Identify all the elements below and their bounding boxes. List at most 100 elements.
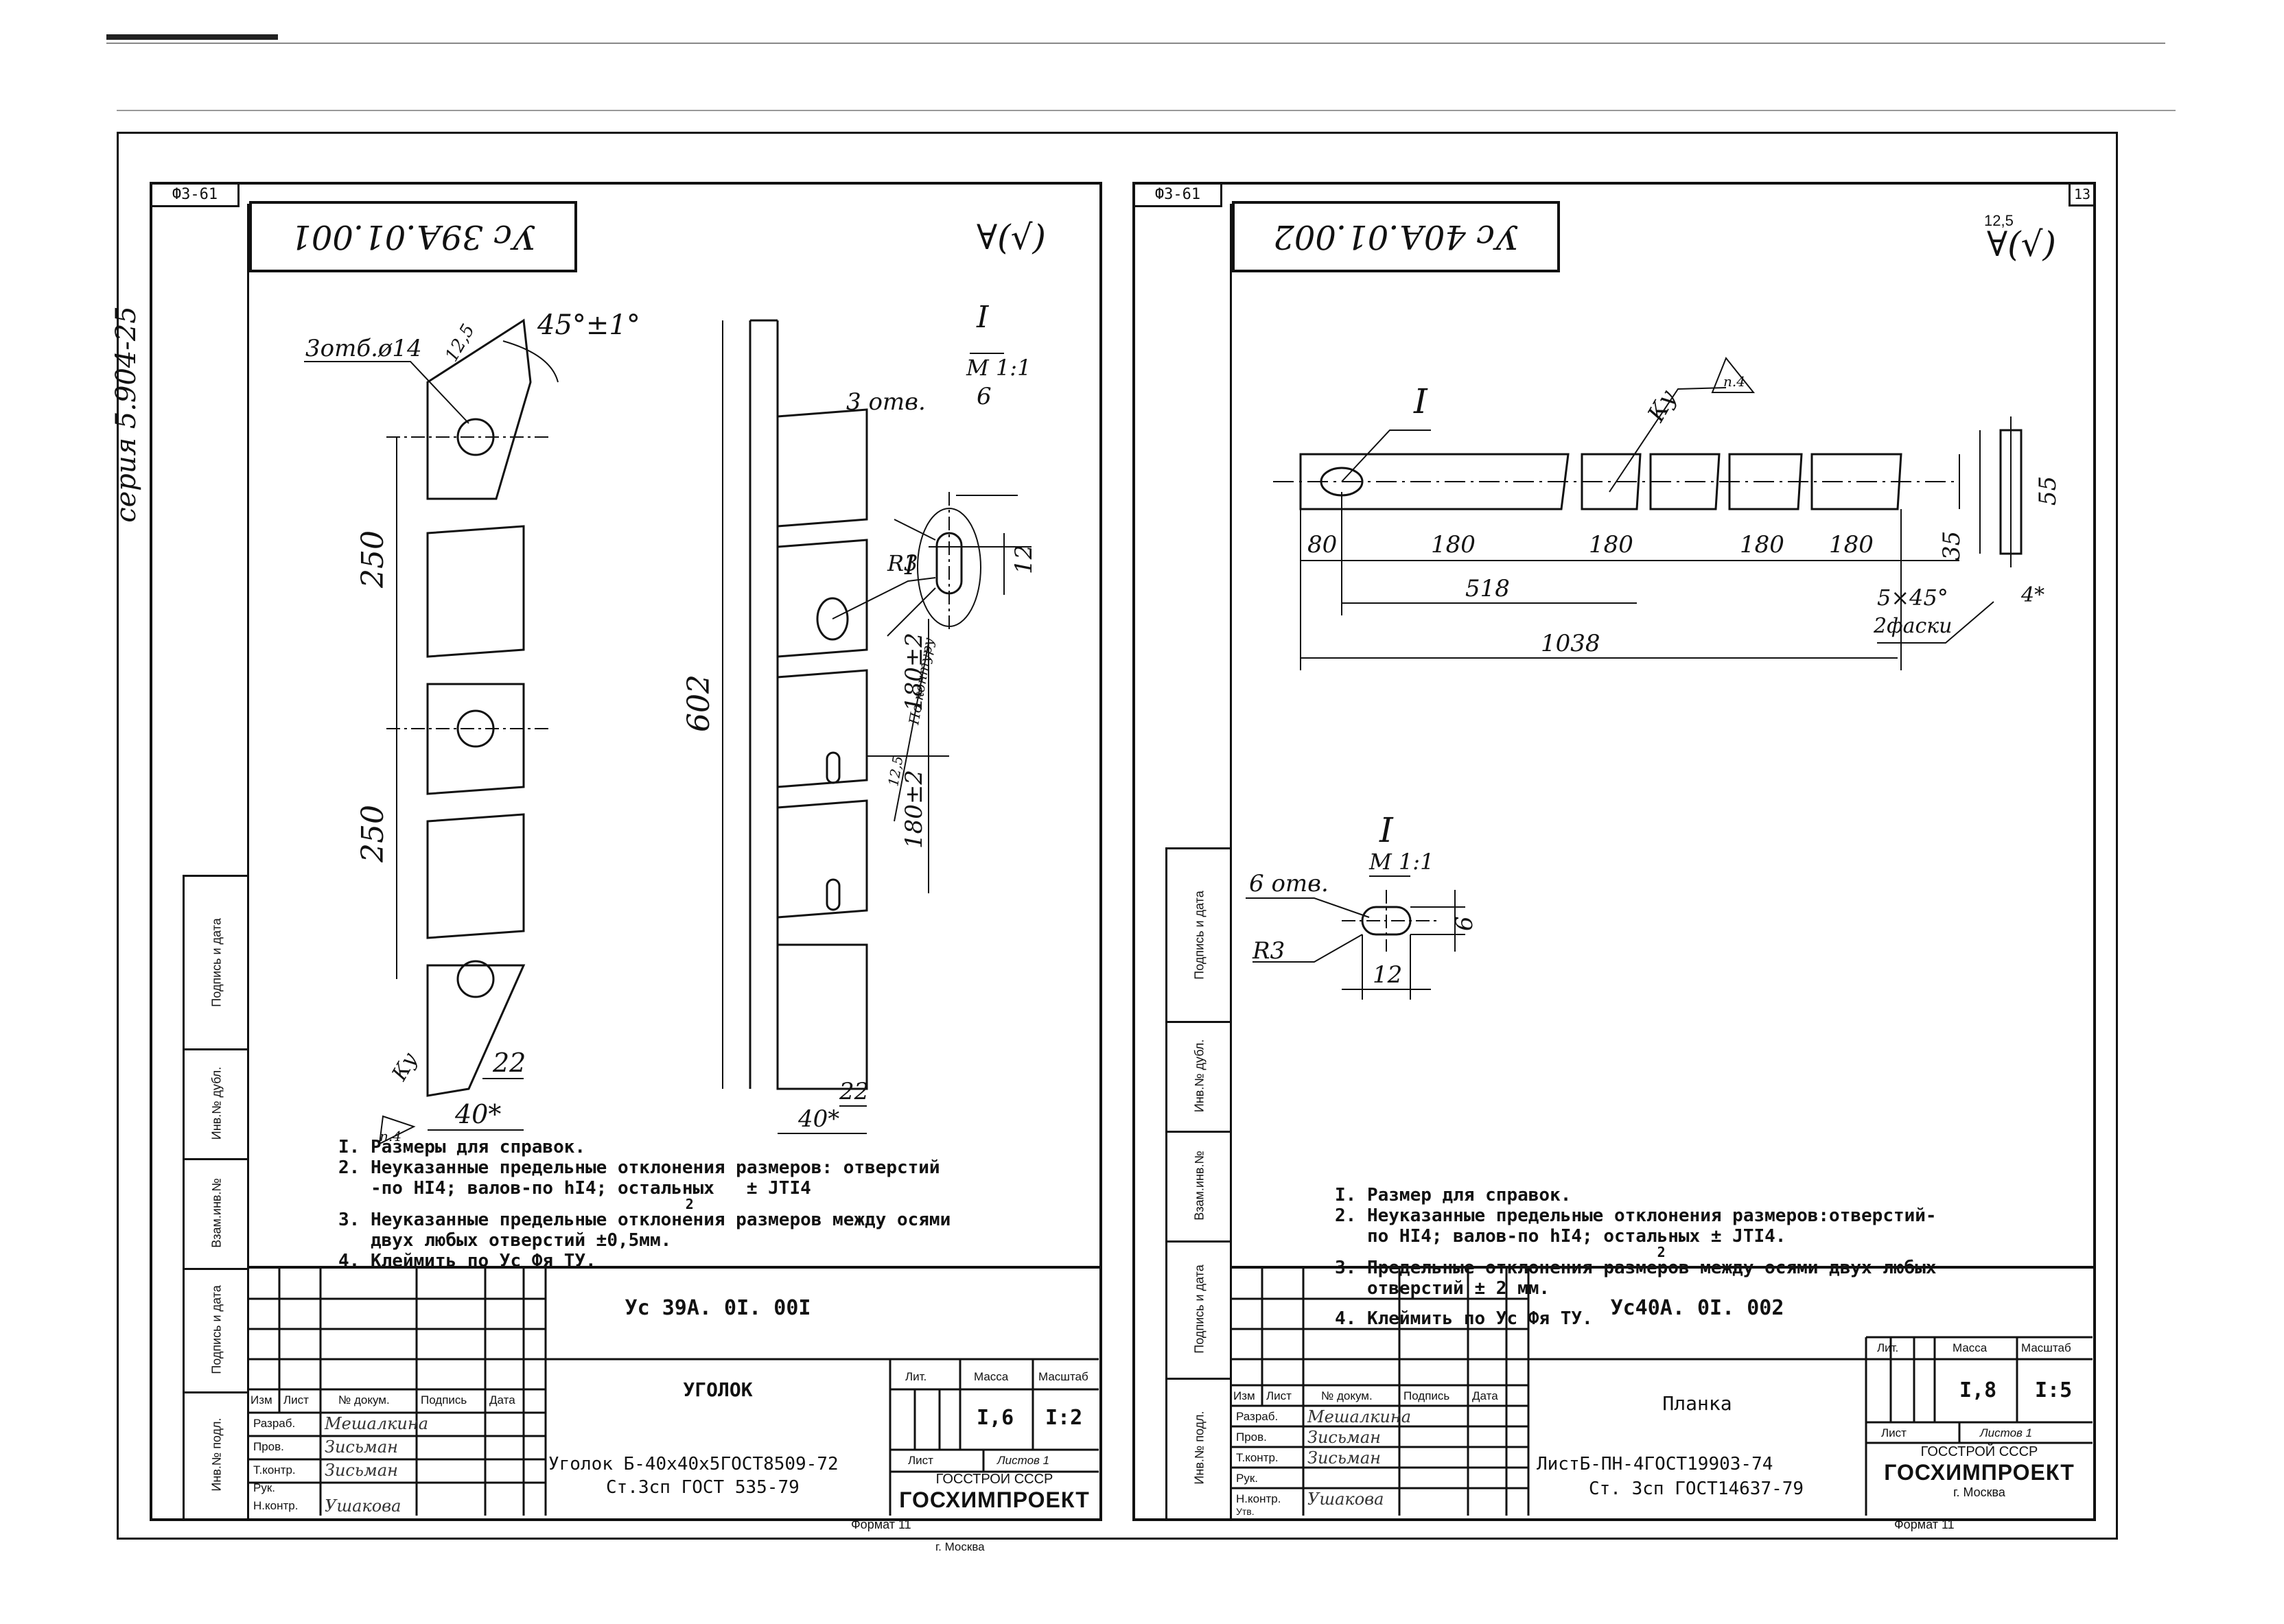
mass-value: I,8 bbox=[1959, 1378, 1997, 1402]
series-label: серия 5.904-25 bbox=[110, 306, 142, 523]
angle-segment bbox=[426, 813, 525, 939]
plate-part-drawing: I Ку п.4 80 180 180 180 180 518 1038 5×4… bbox=[1246, 357, 2062, 1000]
designation: Ус40А. 0I. 002 bbox=[1610, 1296, 1784, 1320]
dim-40-b: 40* bbox=[797, 1105, 839, 1133]
angle-segment bbox=[426, 525, 525, 658]
title-block-grid bbox=[1232, 1269, 2093, 1516]
dim-22-b: 22 bbox=[839, 1078, 869, 1105]
note-ref: п.4 bbox=[380, 1128, 401, 1144]
dim-80: 80 bbox=[1307, 531, 1337, 558]
dim-slots: 3 отв. bbox=[846, 388, 926, 416]
person-norm-control: Ушакова bbox=[325, 1496, 401, 1516]
angle-part-drawing: 3отб.ø14 12,5 45°±1° 250 250 22 40* Ку п… bbox=[304, 300, 1038, 1145]
angle-end-top bbox=[426, 318, 532, 500]
angle-segment bbox=[426, 683, 525, 795]
dim-r3: R3 bbox=[887, 550, 918, 576]
person-norm-control: Ушакова bbox=[1307, 1490, 1384, 1509]
format-code: ФЗ-61 bbox=[1135, 185, 1222, 207]
side-cell: Подпись и дата bbox=[1167, 849, 1232, 1023]
side-cell: Инв.№ дубл. bbox=[1167, 1021, 1232, 1133]
role-head: Рук. bbox=[253, 1481, 275, 1494]
roughness-symbol: ∀(√) bbox=[977, 217, 1047, 257]
dim-chamfer-count: 2фаски bbox=[1873, 614, 1953, 638]
role-developer: Разраб. bbox=[1236, 1410, 1279, 1423]
designation: Ус 39А. 0I. 00I bbox=[625, 1296, 811, 1320]
side-cell: Инв.№ подл. bbox=[1192, 1411, 1207, 1485]
dim-angle: 45°±1° bbox=[537, 309, 640, 341]
format-label-right: Формат 11 bbox=[1894, 1518, 1955, 1531]
part-name: УГОЛОК bbox=[683, 1378, 753, 1401]
org-name: ГОСХИМПРОЕКТ bbox=[899, 1487, 1090, 1512]
dim-602: 602 bbox=[681, 674, 716, 732]
detail-scale: М 1:1 bbox=[966, 355, 1031, 381]
drawing-sheet-right: ФЗ-61 13 Подпись и дата Инв.№ дубл. Взам… bbox=[1132, 182, 2096, 1521]
side-cell: Подпись и дата bbox=[1167, 1240, 1232, 1380]
role-head: Рук. bbox=[1236, 1472, 1258, 1485]
scale-value: I:5 bbox=[2035, 1378, 2073, 1402]
dim-35: 35 bbox=[1938, 531, 1966, 561]
dim-40: 40* bbox=[454, 1099, 501, 1129]
person-checker: Зисьман bbox=[325, 1437, 398, 1457]
person-tech-control: Зисьман bbox=[1307, 1448, 1381, 1468]
ku-mark: Ку bbox=[387, 1048, 422, 1085]
role-norm-control: Н.контр. bbox=[253, 1499, 299, 1512]
note-ref: п.4 bbox=[1723, 373, 1745, 390]
scan-artifact-top bbox=[106, 34, 278, 40]
scan-artifact-line bbox=[117, 110, 2176, 111]
technical-notes: I. Размеры для справок. 2. Неуказанные п… bbox=[338, 1137, 951, 1271]
side-strip: Подпись и дата Инв.№ дубл. Взам.инв.№ По… bbox=[183, 875, 249, 1518]
city: г. Москва bbox=[935, 1540, 985, 1553]
page-number: 13 bbox=[2069, 182, 2096, 207]
org-ministry: ГОССТРОЙ СССР bbox=[1920, 1444, 2038, 1459]
leader-label: I bbox=[904, 550, 916, 580]
material-line-2: Ст. 3сп ГОСТ14637-79 bbox=[1589, 1479, 1804, 1499]
side-cell: Подпись и дата bbox=[185, 877, 249, 1050]
role-tech-control: Т.контр. bbox=[253, 1463, 296, 1476]
detail-label: I bbox=[976, 300, 990, 335]
drawing-sheet-left: ФЗ-61 серия 5.904-25 Подпись и дата Инв.… bbox=[110, 182, 1102, 1553]
dim-518: 518 bbox=[1465, 575, 1510, 602]
role-tech-control: Т.контр. bbox=[1236, 1451, 1279, 1464]
title-block-grid bbox=[249, 1269, 1099, 1516]
leader-label: I bbox=[1413, 381, 1428, 421]
mass-value: I,6 bbox=[977, 1406, 1014, 1430]
angle-end-bottom bbox=[426, 964, 526, 1097]
person-checker: Зисьман bbox=[1307, 1428, 1381, 1447]
side-strip: Подпись и дата Инв.№ дубл. Взам.инв.№ По… bbox=[1165, 847, 1232, 1518]
dim-6: 6 bbox=[1451, 916, 1478, 931]
dim-180-d: 180 bbox=[1829, 531, 1874, 558]
role-approved: Утв. bbox=[1236, 1506, 1255, 1517]
dim-chamfer: 5×45° bbox=[1877, 585, 1948, 611]
dim-12-5: 12,5 bbox=[441, 320, 479, 365]
dim-holes: 6 отв. bbox=[1249, 870, 1329, 897]
material-line-2: Ст.3сп ГОСТ 535-79 bbox=[606, 1477, 800, 1498]
dim-holes: 3отб.ø14 bbox=[305, 335, 422, 362]
dim-r3: R3 bbox=[1252, 937, 1285, 965]
dim-180-b: 180 bbox=[1589, 531, 1633, 558]
dim-180-a: 180±2 bbox=[900, 633, 928, 711]
title-block: Ус40А. 0I. 002 Планка ЛистБ-ПН-4ГОСТ1990… bbox=[1230, 1266, 2093, 1518]
role-checker: Пров. bbox=[1236, 1431, 1267, 1444]
side-cell: Подпись и дата bbox=[185, 1268, 249, 1393]
dim-180-a: 180 bbox=[1431, 531, 1476, 558]
role-checker: Пров. bbox=[253, 1440, 284, 1453]
title-block: Ус 39А. 0I. 00I УГОЛОК Уголок Б-40х40х5Г… bbox=[247, 1266, 1099, 1553]
detail-scale: М 1:1 bbox=[1368, 849, 1434, 875]
format-label-left: Формат 11 bbox=[851, 1518, 911, 1531]
dim-12: 12 bbox=[1373, 961, 1402, 989]
roughness-value: 12,5 bbox=[1984, 212, 2014, 229]
dim-12: 12 bbox=[1010, 545, 1038, 574]
dim-22: 22 bbox=[492, 1048, 526, 1078]
scale-value: I:2 bbox=[1045, 1406, 1083, 1430]
dim-4: 4* bbox=[2020, 583, 2044, 607]
dim-250-top: 250 bbox=[356, 530, 391, 589]
dim-250-bottom: 250 bbox=[356, 805, 391, 863]
person-developer: Мешалкина bbox=[1307, 1407, 1412, 1426]
role-norm-control: Н.контр. bbox=[1236, 1492, 1281, 1505]
person-tech-control: Зисьман bbox=[325, 1461, 398, 1480]
detail-label: I bbox=[1379, 810, 1394, 850]
material-line-1: ЛистБ-ПН-4ГОСТ19903-74 bbox=[1537, 1454, 1773, 1474]
side-cell: Инв.№ дубл. bbox=[185, 1048, 249, 1160]
dim-1038: 1038 bbox=[1541, 630, 1600, 657]
drawing-area: Ус 39А.01.001 ∀(√) bbox=[247, 201, 1099, 1518]
